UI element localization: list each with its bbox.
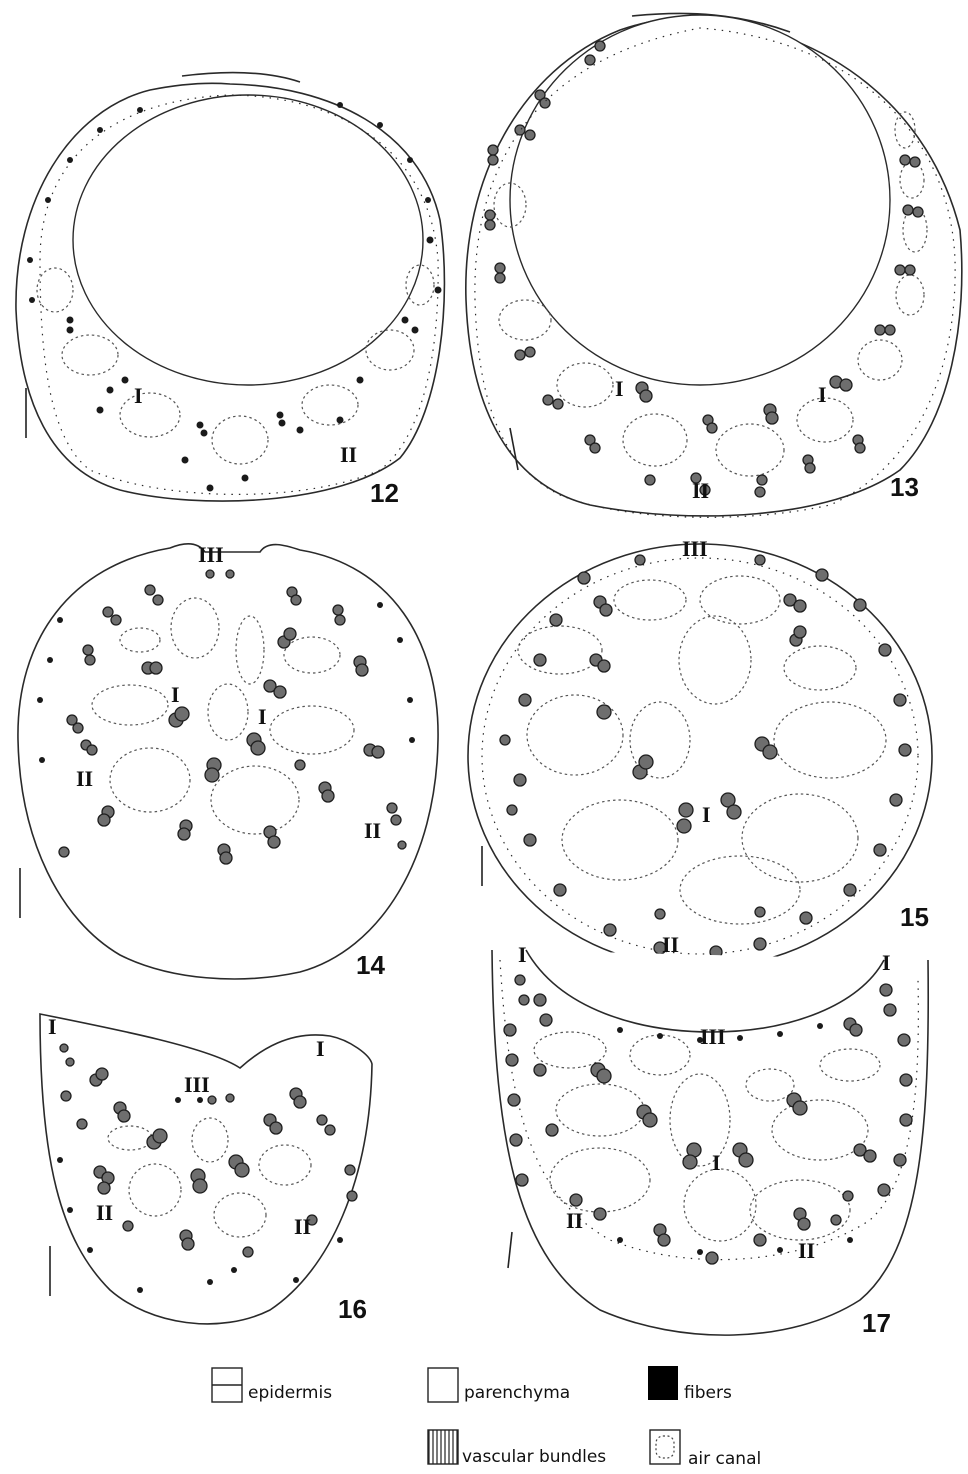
legend-label-vascular-bundles: vascular bundles xyxy=(462,1447,606,1467)
marker-III: III xyxy=(184,1072,210,1097)
marker-II: II xyxy=(692,478,709,503)
vascular-bundles-swatch xyxy=(428,1430,458,1464)
figure-17: I I III I II II 17 xyxy=(492,942,928,1338)
figure-12: I II 12 xyxy=(16,73,444,508)
figure-15: III I II 15 xyxy=(468,536,932,968)
marker-I: I xyxy=(316,1036,325,1061)
legend-air-canal: air canal xyxy=(650,1430,761,1469)
figure-number: 12 xyxy=(370,478,399,508)
figure-number: 16 xyxy=(338,1294,367,1324)
marker-II: II xyxy=(96,1200,113,1225)
legend-epidermis: epidermis xyxy=(212,1368,332,1403)
figure-14: III I I II II 14 xyxy=(18,542,438,980)
marker-II: II xyxy=(76,766,93,791)
legend: epidermis parenchyma fibers vascular bun… xyxy=(212,1366,761,1469)
figure-number: 15 xyxy=(900,902,929,932)
marker-II: II xyxy=(294,1214,311,1239)
legend-label-fibers: fibers xyxy=(684,1383,732,1403)
scale-bar xyxy=(508,1232,512,1268)
marker-III: III xyxy=(682,536,708,561)
marker-I: I xyxy=(258,704,267,729)
marker-II: II xyxy=(798,1238,815,1263)
air-canal-swatch xyxy=(650,1430,680,1464)
legend-vascular-bundles: vascular bundles xyxy=(428,1430,606,1467)
marker-II: II xyxy=(566,1208,583,1233)
marker-I: I xyxy=(615,376,624,401)
figure-number: 14 xyxy=(356,950,385,980)
parenchyma-swatch xyxy=(428,1368,458,1402)
marker-I: I xyxy=(134,383,143,408)
marker-II: II xyxy=(662,932,679,957)
figure-number: 17 xyxy=(862,1308,891,1338)
legend-label-air-canal: air canal xyxy=(688,1449,761,1469)
marker-I: I xyxy=(702,802,711,827)
legend-label-parenchyma: parenchyma xyxy=(464,1383,570,1403)
marker-II: II xyxy=(340,442,357,467)
legend-fibers: fibers xyxy=(648,1366,732,1403)
marker-III: III xyxy=(700,1024,726,1049)
marker-I: I xyxy=(48,1014,57,1039)
marker-I: I xyxy=(518,942,527,967)
marker-I: I xyxy=(712,1150,721,1175)
legend-parenchyma: parenchyma xyxy=(428,1368,570,1403)
figure-16: I I III II II 16 xyxy=(40,1014,372,1324)
legend-label-epidermis: epidermis xyxy=(248,1383,332,1403)
figure-number: 13 xyxy=(890,472,919,502)
marker-I: I xyxy=(882,950,891,975)
marker-III: III xyxy=(198,542,224,567)
marker-I: I xyxy=(171,682,180,707)
marker-I: I xyxy=(818,382,827,407)
fibers-swatch xyxy=(648,1366,678,1400)
marker-II: II xyxy=(364,818,381,843)
figure-13: I I II 13 xyxy=(466,13,962,517)
